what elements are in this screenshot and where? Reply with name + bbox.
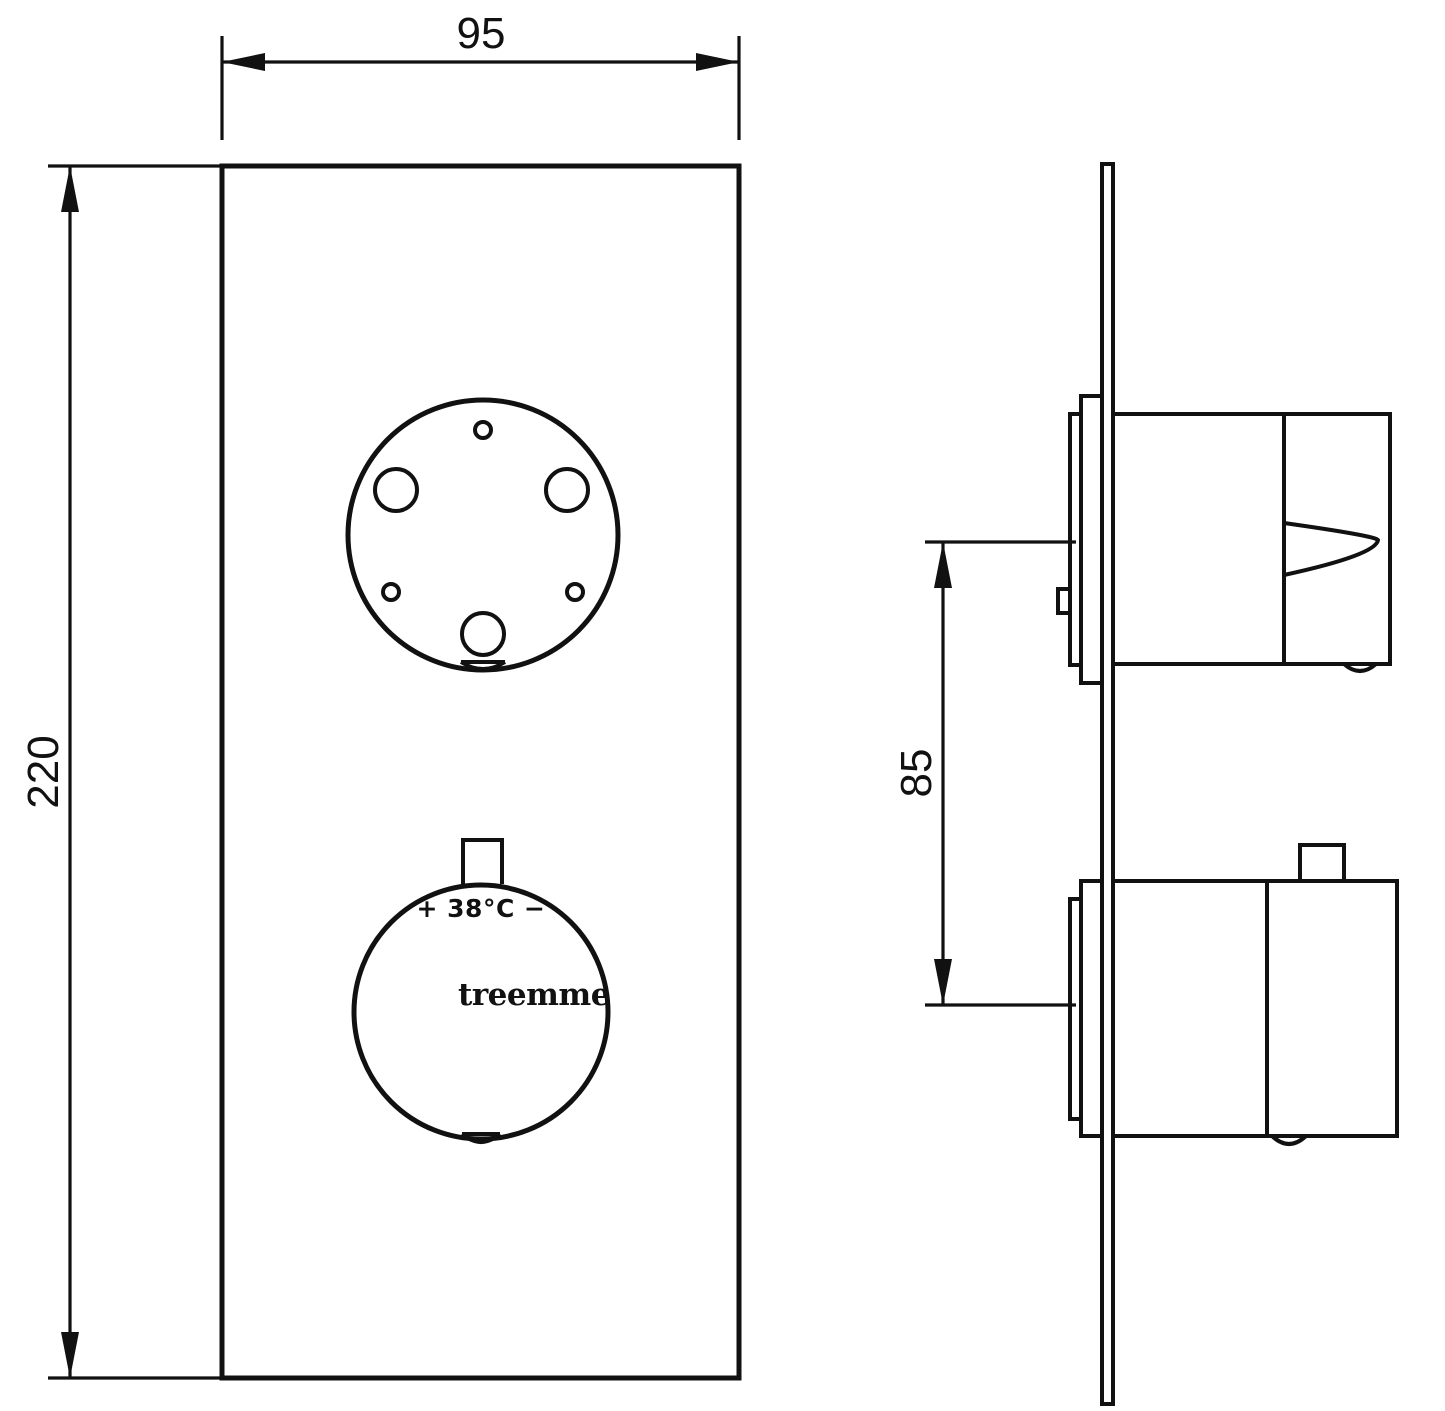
side-view-group [1056,162,1399,1406]
hole-small-lower-right-icon [565,582,585,602]
thermostatic-cartridge-side [1068,843,1399,1146]
diverter-outer-circle[interactable] [345,397,621,673]
dimension-label-85: 85 [892,749,941,798]
diverter-rear-flange-outer [1079,394,1102,685]
thermostatic-knob-group[interactable]: + 38°C − treemme [351,838,611,1144]
arrowhead-bottom-85 [934,959,952,1005]
diverter-bottom-lip [459,660,507,671]
side-escutcheon-plate [1100,162,1115,1406]
hole-small-lower-left-icon [381,582,401,602]
arrowhead-top-85 [934,542,952,588]
diverter-lever-curve [1283,521,1381,577]
diverter-rear-nib [1056,587,1070,615]
arrowhead-top-height [61,166,79,212]
thermostat-rear-flange-outer [1079,879,1102,1138]
arrowhead-bottom-height [61,1332,79,1378]
thermostat-knob-top-tab [461,838,504,884]
diverter-cartridge-side [1056,394,1392,685]
dimension-label-height: 220 [19,735,68,808]
diverter-rear-flange-inner [1068,412,1081,667]
brand-label: treemme [458,977,610,1013]
dimension-side-85: 85 [892,540,1076,1007]
dimension-height-220: 220 [19,164,222,1380]
thermostat-side-top-tab [1298,843,1346,881]
dimension-width-95: 95 [220,9,741,140]
diverter-side-bottom-lip [1342,662,1378,673]
thermostat-rear-flange-inner [1068,897,1081,1121]
thermostat-side-bottom-lip [1270,1134,1308,1146]
diverter-body-box [1111,412,1392,666]
arrowhead-right-width [696,53,739,71]
dimension-label-width: 95 [457,9,506,58]
diverter-control-group[interactable] [345,397,621,673]
arrowhead-left-width [222,53,265,71]
thermostat-bottom-lip [460,1132,502,1144]
escutcheon-plate-outline [219,163,742,1381]
front-view-group: + 38°C − treemme [219,163,742,1381]
thermostat-body-box [1111,879,1399,1138]
hole-large-upper-left-icon [373,467,419,513]
thermostat-temperature-label: + 38°C − [417,894,546,923]
hole-small-top-icon [473,420,493,440]
hole-large-bottom-icon [460,611,506,657]
thermostat-knob-circle[interactable] [351,882,611,1142]
hole-large-upper-right-icon [544,467,590,513]
